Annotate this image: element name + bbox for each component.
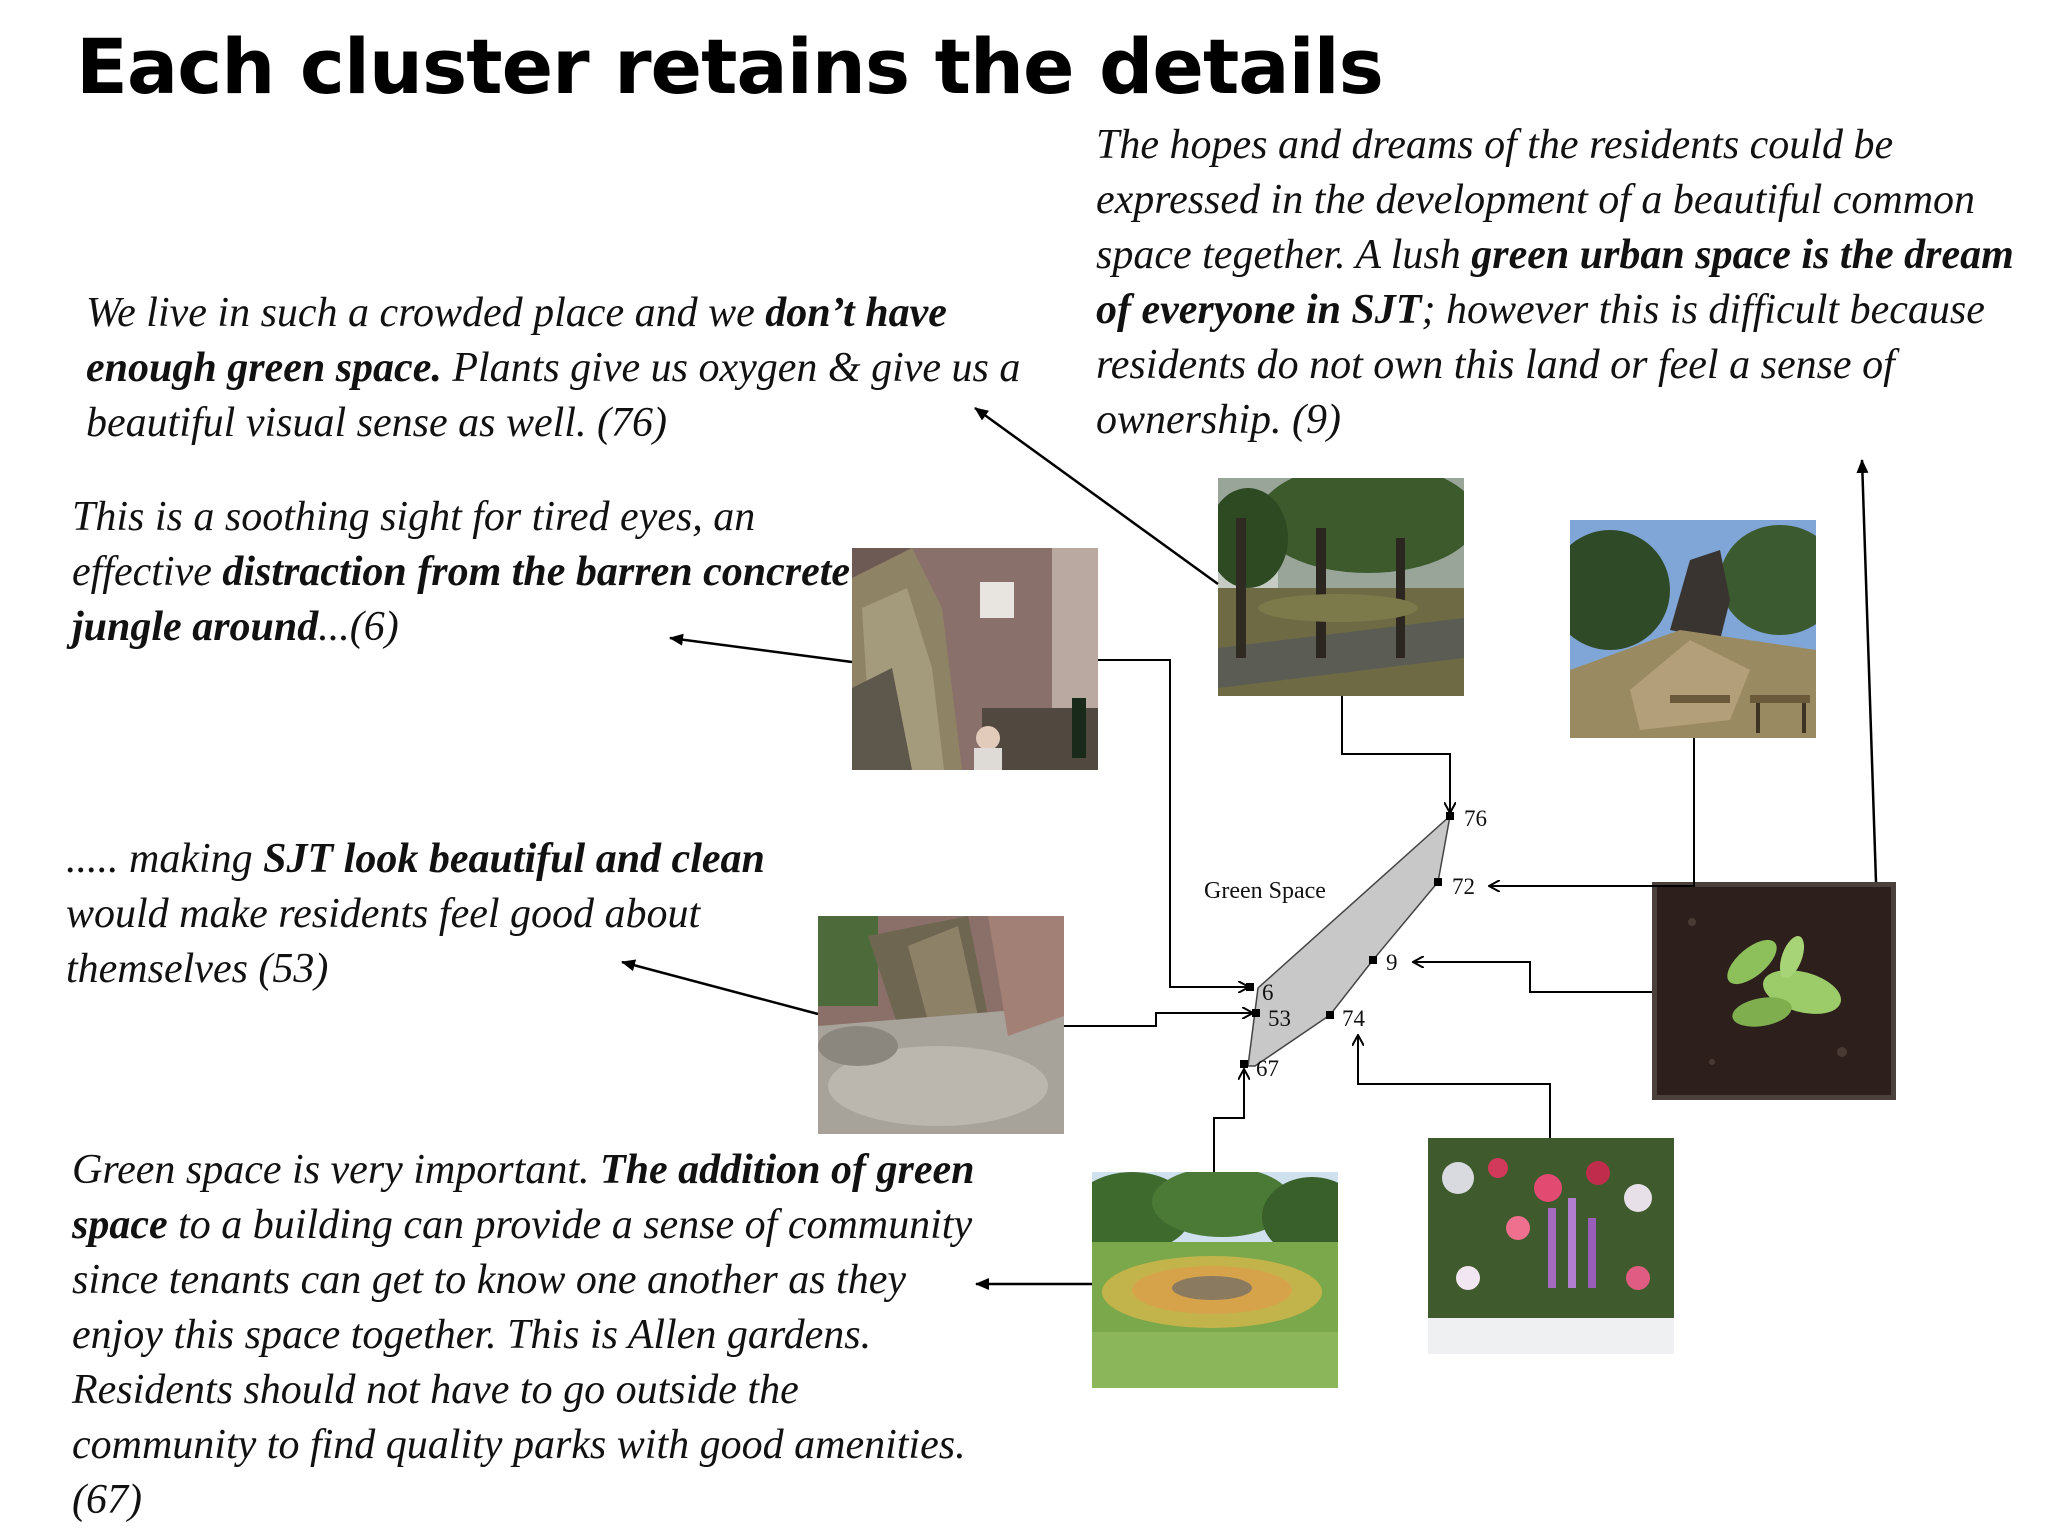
- quote-67-text-end: to a building can provide a sense of com…: [72, 1202, 973, 1523]
- hosta-plant-photo: [1652, 882, 1896, 1100]
- quote-6-text: This is a soothing sight for tired eyes,…: [72, 494, 756, 595]
- point-label-53: 53: [1268, 1006, 1291, 1031]
- point-label-72: 72: [1452, 874, 1475, 899]
- point-marker-67: [1240, 1060, 1248, 1068]
- park-trees-photo: [1218, 478, 1464, 696]
- point-label-9: 9: [1386, 950, 1398, 975]
- connector-rock-wall-to-6: [1098, 659, 1248, 987]
- quote-53-text: ..... making: [66, 836, 264, 882]
- flower-bed-photo: [1428, 1138, 1674, 1354]
- quote-53-emphasis: SJT look beautiful and clean: [263, 836, 765, 882]
- quote-76-emphasis: don’t have enough green space.: [86, 290, 947, 391]
- monument-photo: [1570, 520, 1816, 738]
- quote-6-text-end: ...(6): [318, 604, 399, 650]
- point-marker-9: [1369, 956, 1377, 964]
- cluster-polygon: [1247, 813, 1452, 1067]
- waterfall-rocks-photo: [818, 916, 1064, 1134]
- quote-9-text: The hopes and dreams of the residents co…: [1096, 122, 1976, 278]
- quote-76: We live in such a crowded place and we d…: [86, 286, 1046, 451]
- arrow-to-quote-53: [621, 959, 819, 1016]
- point-marker-53: [1252, 1009, 1260, 1017]
- connector-waterfall-to-53: [1064, 1013, 1252, 1027]
- point-label-74: 74: [1342, 1006, 1365, 1031]
- quote-76-text-end: Plants give us oxygen & give us a beauti…: [86, 345, 1021, 446]
- connector-park-to-76: [1341, 696, 1450, 812]
- connector-allen-to-67: [1213, 1070, 1244, 1172]
- point-marker-72: [1434, 878, 1442, 886]
- quote-9-emphasis: green urban space is the dream of everyo…: [1096, 232, 2014, 333]
- arrow-to-quote-9: [1856, 459, 1878, 883]
- quote-6-emphasis: distraction from the barren concrete jun…: [72, 549, 851, 650]
- arrow-to-quote-76: [974, 406, 1219, 586]
- cluster-label: Green Space: [1204, 878, 1326, 904]
- arrow-to-quote-6: [669, 633, 853, 664]
- point-marker-76: [1446, 812, 1454, 820]
- connector-hosta-to-9: [1414, 962, 1652, 993]
- quote-67-text: Green space is very important.: [72, 1147, 600, 1193]
- quote-67-emphasis: The addition of green space: [72, 1147, 975, 1248]
- point-label-6: 6: [1262, 980, 1274, 1005]
- connector-flowers-to-74: [1358, 1036, 1551, 1138]
- quote-53-text-end: would make residents feel good about the…: [66, 891, 701, 992]
- quote-76-text: We live in such a crowded place and we: [86, 290, 766, 336]
- point-label-76: 76: [1464, 806, 1487, 831]
- quote-9-text-end: ; however this is difficult because resi…: [1096, 287, 1985, 443]
- rock-wall-photo: [852, 548, 1098, 770]
- connector-monument-to-72: [1490, 738, 1695, 887]
- point-marker-74: [1326, 1011, 1334, 1019]
- allen-gardens-photo: [1092, 1172, 1338, 1388]
- slide-title: Each cluster retains the details: [76, 22, 1384, 111]
- quote-53: ..... making SJT look beautiful and clea…: [66, 832, 786, 997]
- point-marker-6: [1246, 983, 1254, 991]
- quote-9: The hopes and dreams of the residents co…: [1096, 118, 2016, 448]
- quote-67: Green space is very important. The addit…: [72, 1143, 992, 1528]
- quote-6: This is a soothing sight for tired eyes,…: [72, 490, 862, 655]
- point-label-67: 67: [1256, 1056, 1279, 1081]
